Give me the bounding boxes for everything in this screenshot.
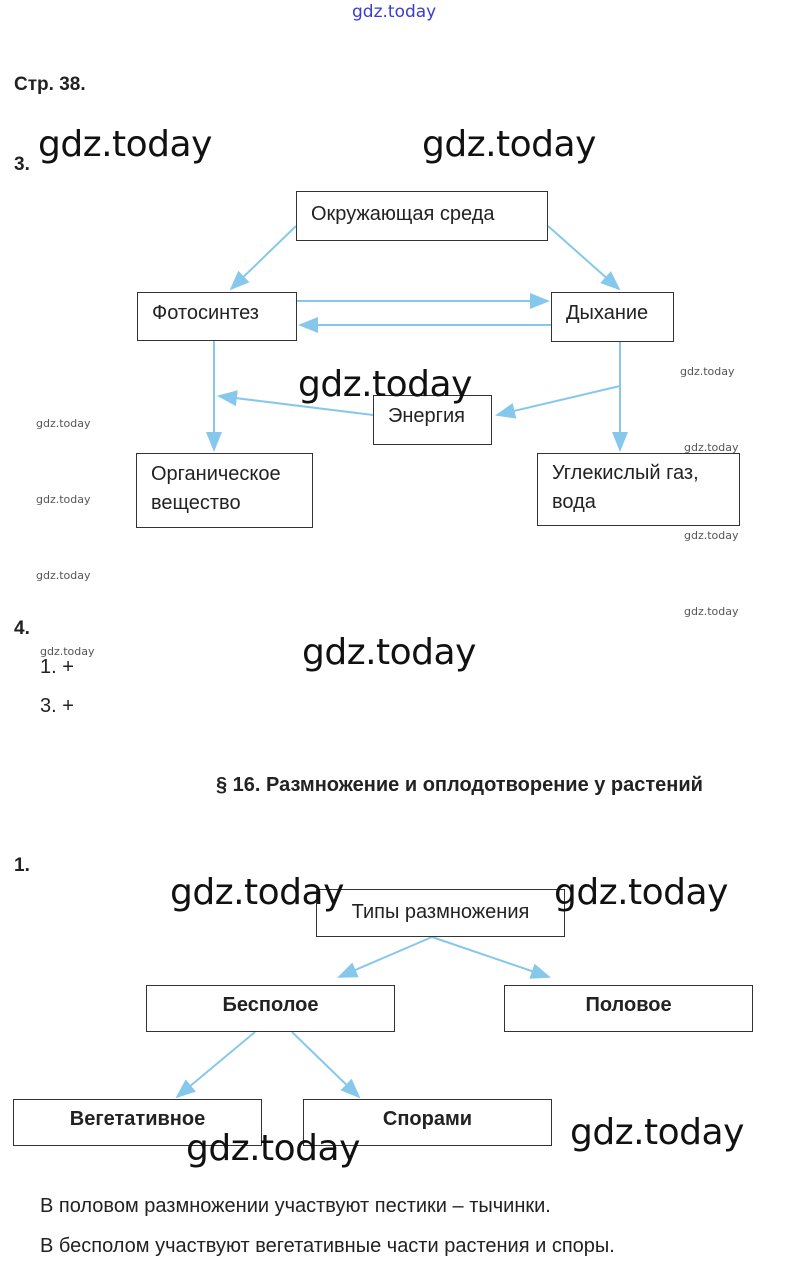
watermark-small: gdz.today [684, 529, 739, 542]
watermark: gdz.today [570, 1112, 744, 1153]
watermark-small: gdz.today [36, 493, 91, 506]
arrow [229, 225, 297, 291]
box-organic-line2: вещество [151, 492, 241, 514]
task4-item: 3. + [40, 695, 74, 717]
page-label: Стр. 38. [14, 74, 86, 95]
arrow [291, 1031, 361, 1099]
watermark-small: gdz.today [684, 605, 739, 618]
arrow [337, 936, 433, 978]
arrow [217, 390, 374, 416]
arrow [175, 1031, 256, 1099]
task3-number: 3. [14, 154, 30, 175]
box-respiration: Дыхание [551, 292, 674, 342]
watermark: gdz.today [186, 1128, 360, 1169]
watermark-small: gdz.today [40, 645, 95, 658]
watermark: gdz.today [554, 872, 728, 913]
task4-number: 4. [14, 618, 30, 639]
watermark-small: gdz.today [36, 417, 91, 430]
arrow [495, 385, 621, 419]
arrow [547, 225, 621, 291]
box-vegetative: Вегетативное [13, 1099, 262, 1146]
watermark: gdz.today [170, 872, 344, 913]
box-asexual: Бесполое [146, 985, 395, 1032]
watermark-small: gdz.today [36, 569, 91, 582]
box-photosynthesis: Фотосинтез [137, 292, 297, 341]
sentence: В половом размножении участвуют пестики … [40, 1195, 551, 1217]
box-reproduction-types: Типы размножения [316, 889, 565, 937]
sentence: В бесполом участвуют вегетативные части … [40, 1235, 615, 1257]
watermark: gdz.today [298, 364, 472, 405]
task1-number: 1. [14, 855, 30, 876]
box-sexual: Половое [504, 985, 753, 1032]
watermark-top: gdz.today [352, 2, 437, 22]
box-energy: Энергия [373, 395, 492, 445]
box-environment: Окружающая среда [296, 191, 548, 241]
watermark: gdz.today [38, 124, 212, 165]
box-co2-line2: вода [552, 491, 596, 513]
watermark: gdz.today [302, 632, 476, 673]
task4-item: 1. + [40, 656, 74, 678]
watermark-small: gdz.today [680, 365, 735, 378]
section-title: § 16. Размножение и оплодотворение у рас… [216, 774, 703, 796]
arrow [431, 936, 551, 979]
watermark: gdz.today [422, 124, 596, 165]
box-co2-line1: Углекислый газ, [552, 462, 699, 484]
watermark-small: gdz.today [684, 441, 739, 454]
box-spores: Спорами [303, 1099, 552, 1146]
box-organic-line1: Органическое [151, 463, 281, 485]
box-organic-matter: Органическое вещество [136, 453, 313, 528]
box-co2-water: Углекислый газ, вода [537, 453, 740, 526]
